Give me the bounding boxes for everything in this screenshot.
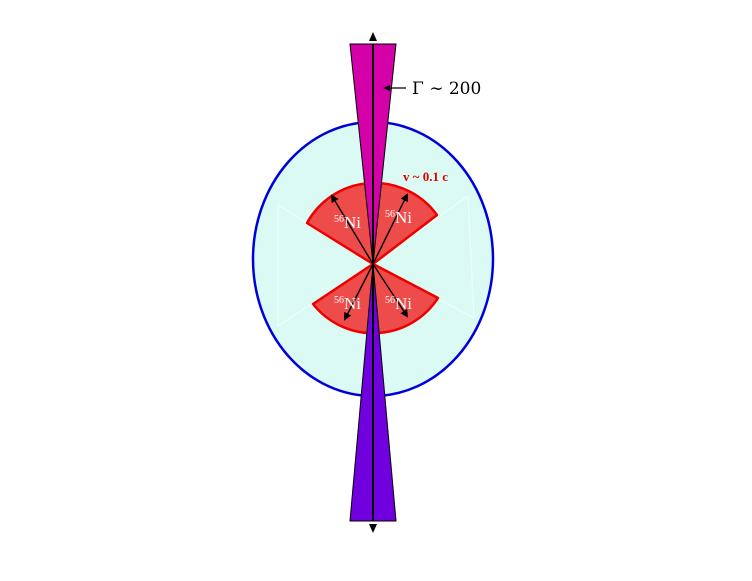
gamma-pointer-head bbox=[383, 85, 390, 91]
nickel-velocity-arrows bbox=[330, 193, 409, 321]
velocity-arrow-upper-left bbox=[330, 194, 374, 265]
lorentz-factor-label: Γ ∼ 200 bbox=[412, 79, 481, 99]
jet-axis-arrow-top bbox=[369, 32, 377, 41]
velocity-arrow-lower-right bbox=[372, 263, 409, 318]
jet-axis-arrow-bottom bbox=[369, 524, 377, 533]
nickel-label-lower-left: 56Ni bbox=[334, 294, 361, 313]
nickel-label-upper-left: 56Ni bbox=[334, 213, 361, 232]
velocity-arrow-lower-left bbox=[344, 263, 374, 321]
nickel-label-upper-right: 56Ni bbox=[385, 208, 412, 227]
velocity-arrow-upper-right bbox=[372, 193, 408, 265]
nickel-label-lower-right: 56Ni bbox=[385, 294, 412, 313]
ejecta-velocity-label: v ~ 0.1 c bbox=[403, 169, 448, 184]
